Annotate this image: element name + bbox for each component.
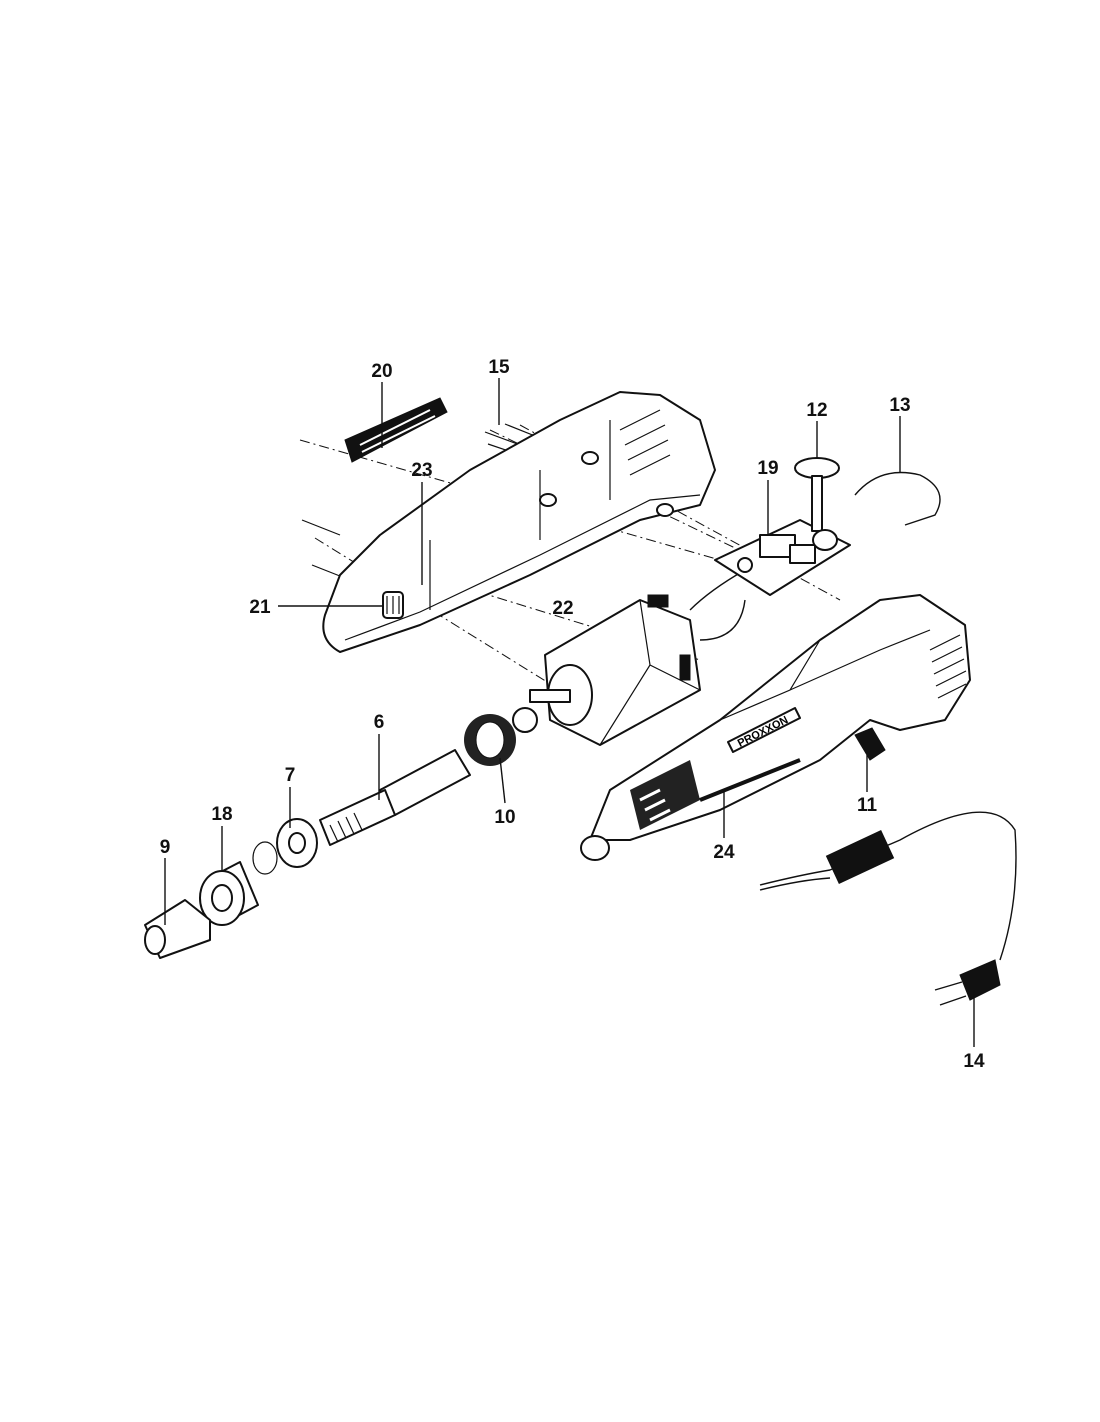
- part-24-tool-body: PROXXON: [580, 594, 971, 861]
- label-13: 13: [889, 395, 910, 416]
- part-labels: 20 15 12 13 19 23 21 22 6 7 18 9 10 11 2…: [160, 357, 985, 1072]
- part-7-bearing: [252, 818, 318, 875]
- label-24: 24: [713, 842, 735, 863]
- part-20-rating-plate: [344, 397, 448, 463]
- part-14-power-cord: [759, 811, 1017, 1006]
- part-12-speed-knob: [794, 457, 840, 551]
- part-21-lock-button: [382, 591, 404, 619]
- label-19: 19: [757, 458, 778, 479]
- label-14: 14: [963, 1051, 985, 1072]
- label-7: 7: [285, 765, 296, 786]
- motor-wires: [689, 569, 746, 641]
- part-6-spindle: [319, 749, 471, 846]
- part-23-housing-half: [322, 391, 716, 653]
- label-11: 11: [857, 795, 878, 816]
- part-11-switch: [854, 727, 886, 761]
- part-13-spring-clip: [854, 471, 941, 526]
- label-6: 6: [374, 712, 385, 733]
- part-18-collet-nut: [199, 861, 259, 926]
- label-22: 22: [552, 598, 573, 619]
- label-9: 9: [160, 837, 171, 858]
- part-10-fan: [464, 707, 538, 766]
- label-23: 23: [411, 460, 432, 481]
- label-12: 12: [806, 400, 827, 421]
- part-22-motor: [529, 594, 701, 746]
- leader-lines: [164, 378, 975, 1047]
- label-18: 18: [211, 804, 232, 825]
- label-20: 20: [371, 361, 392, 382]
- part-9-chuck: [144, 899, 211, 959]
- label-21: 21: [249, 597, 271, 618]
- label-10: 10: [494, 807, 515, 828]
- label-15: 15: [488, 357, 510, 378]
